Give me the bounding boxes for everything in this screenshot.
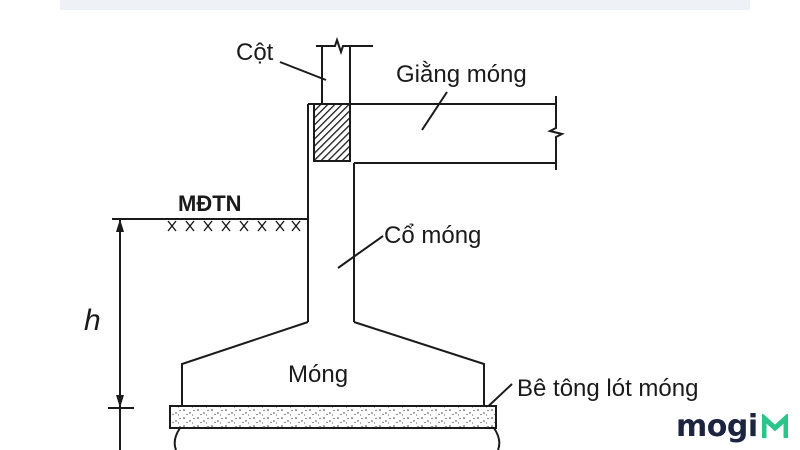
tie-beam-break-symbol	[547, 96, 565, 170]
footing-right-slope	[353, 321, 485, 406]
label-tie-beam: Giằng móng	[396, 61, 527, 88]
mogi-logo: mogi	[676, 407, 788, 447]
top-band	[60, 0, 750, 10]
column-break-symbol	[316, 36, 373, 56]
lean-concrete-layer	[169, 405, 497, 429]
label-footing: Móng	[288, 361, 348, 388]
column-section	[313, 103, 351, 162]
label-ground-level: MĐTN	[178, 191, 242, 216]
label-depth-h: h	[84, 304, 101, 337]
label-lean-concrete: Bê tông lót móng	[517, 375, 698, 402]
dimension-arrow-down	[116, 395, 124, 408]
label-footing-neck: Cổ móng	[384, 222, 481, 249]
dimension-arrow-up	[116, 219, 124, 232]
tie-beam-leader	[421, 91, 448, 131]
ground-arc-right	[493, 427, 501, 450]
label-column: Cột	[236, 39, 274, 66]
column-leader	[279, 61, 327, 81]
brand-wordmark: mogi	[676, 409, 758, 444]
soil-hatch	[167, 220, 301, 232]
footing-left-slope	[181, 321, 309, 406]
brand-mark-icon	[761, 414, 788, 438]
neck-leader	[337, 235, 384, 269]
ground-arc-left	[173, 427, 181, 450]
